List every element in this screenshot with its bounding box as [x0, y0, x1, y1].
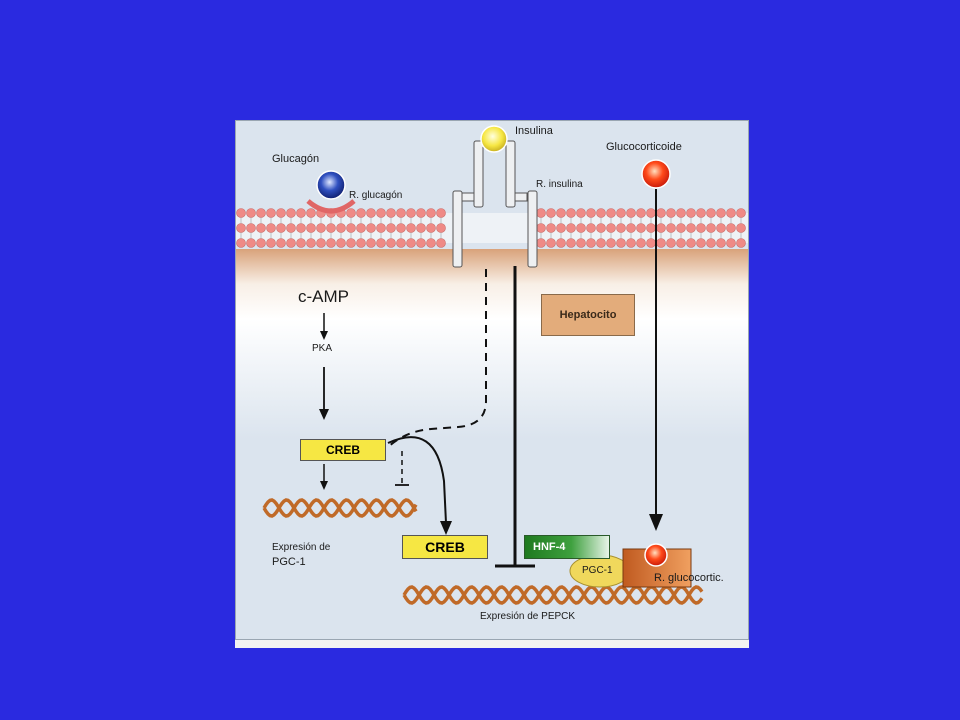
creb-box-cytoplasm: CREB — [300, 439, 386, 461]
glucocorticoid-arrowhead — [649, 514, 663, 531]
insulin-dashed-path — [387, 269, 487, 448]
dna-helix-pgc1 — [262, 498, 418, 518]
pepck-expression-label: Expresión de PEPCK — [480, 611, 576, 622]
insulin-label: Insulina — [515, 125, 553, 137]
cytoplasm-shading — [236, 319, 748, 439]
cell-membrane — [236, 208, 748, 248]
creb-curved-arrow — [387, 436, 447, 524]
camp-label: c-AMP — [298, 287, 349, 306]
glucagon-receptor-shape — [306, 199, 356, 214]
pgc1-factor-label: PGC-1 — [582, 565, 613, 576]
cytoplasm-top-shading — [236, 249, 748, 319]
glucocorticoid-ligand — [641, 159, 671, 189]
insulin-ligand — [480, 125, 508, 153]
glucocorticoid-label: Glucocorticoide — [606, 141, 682, 153]
pgc1-expression-gene-label: PGC-1 — [272, 556, 306, 568]
panel-bottom-strip — [235, 640, 749, 648]
signaling-diagram: Glucagón R. glucagón Insulina R. insulin… — [235, 120, 749, 640]
glucagon-label: Glucagón — [272, 153, 320, 165]
pgc1-expression-label: Expresión de — [272, 542, 331, 553]
creb-box-nucleus: CREB — [402, 535, 488, 559]
glucocorticoid-bound-ligand — [644, 543, 668, 567]
hnf4-box: HNF-4 — [524, 535, 610, 559]
diagram-graphics — [236, 125, 748, 605]
glucagon-ligand — [316, 170, 346, 200]
glucocorticoid-receptor-label: R. glucocortic. — [654, 572, 724, 584]
insulin-receptor-label: R. insulina — [536, 179, 583, 190]
pka-label: PKA — [312, 343, 333, 354]
glucagon-receptor-label: R. glucagón — [349, 190, 403, 201]
insulin-receptor-shape — [452, 140, 538, 268]
dna-helix-pepck — [402, 585, 704, 605]
hepatocyte-label: Hepatocito — [541, 294, 635, 336]
